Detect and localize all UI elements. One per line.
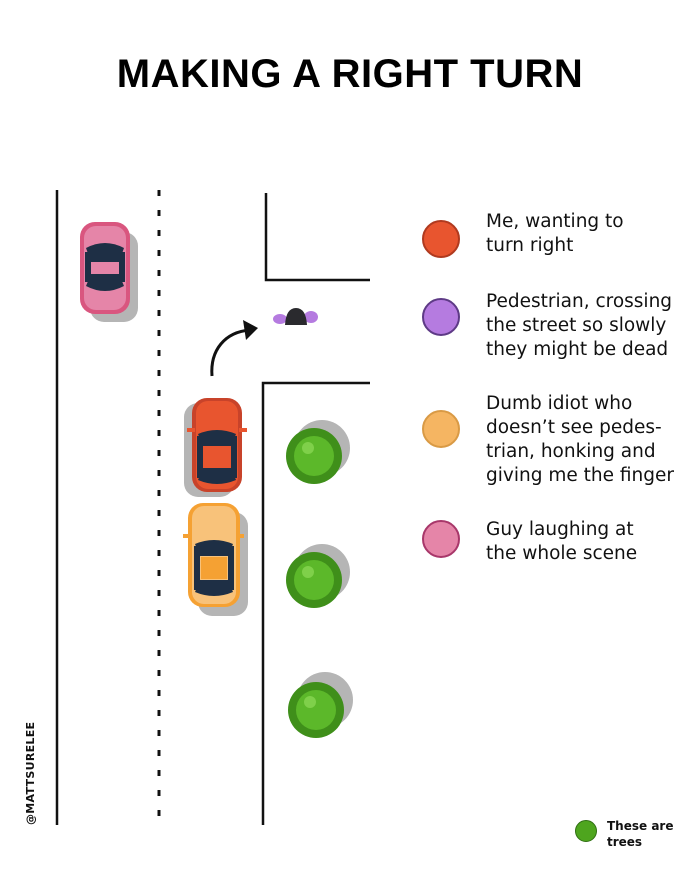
tree-icon <box>286 420 350 484</box>
author-watermark: @MATTSURELEE <box>24 721 37 825</box>
pink-dot-icon <box>422 520 460 558</box>
orange-dot-icon <box>422 220 460 258</box>
legend-label: Me, wanting to turn right <box>486 211 624 256</box>
green-dot-icon <box>575 820 597 842</box>
legend-label: Dumb idiot who doesn’t see pedes- trian,… <box>486 393 674 486</box>
trees-legend-label: These are trees <box>607 819 674 849</box>
purple-dot-icon <box>422 298 460 336</box>
laughing-car <box>80 222 138 322</box>
page-title: MAKING A RIGHT TURN <box>116 52 584 96</box>
legend-label: Pedestrian, crossing the street so slowl… <box>486 291 673 360</box>
lower-curb <box>261 381 370 825</box>
tree-icon <box>286 544 350 608</box>
pedestrian-icon <box>273 308 318 325</box>
yellow-dot-icon <box>422 410 460 448</box>
turn-arrow-icon <box>210 320 258 377</box>
legend-label: Guy laughing at the whole scene <box>486 519 638 564</box>
upper-curb <box>264 193 370 282</box>
tree-icon <box>288 672 353 738</box>
my-car <box>184 398 247 497</box>
honking-car <box>183 503 248 616</box>
